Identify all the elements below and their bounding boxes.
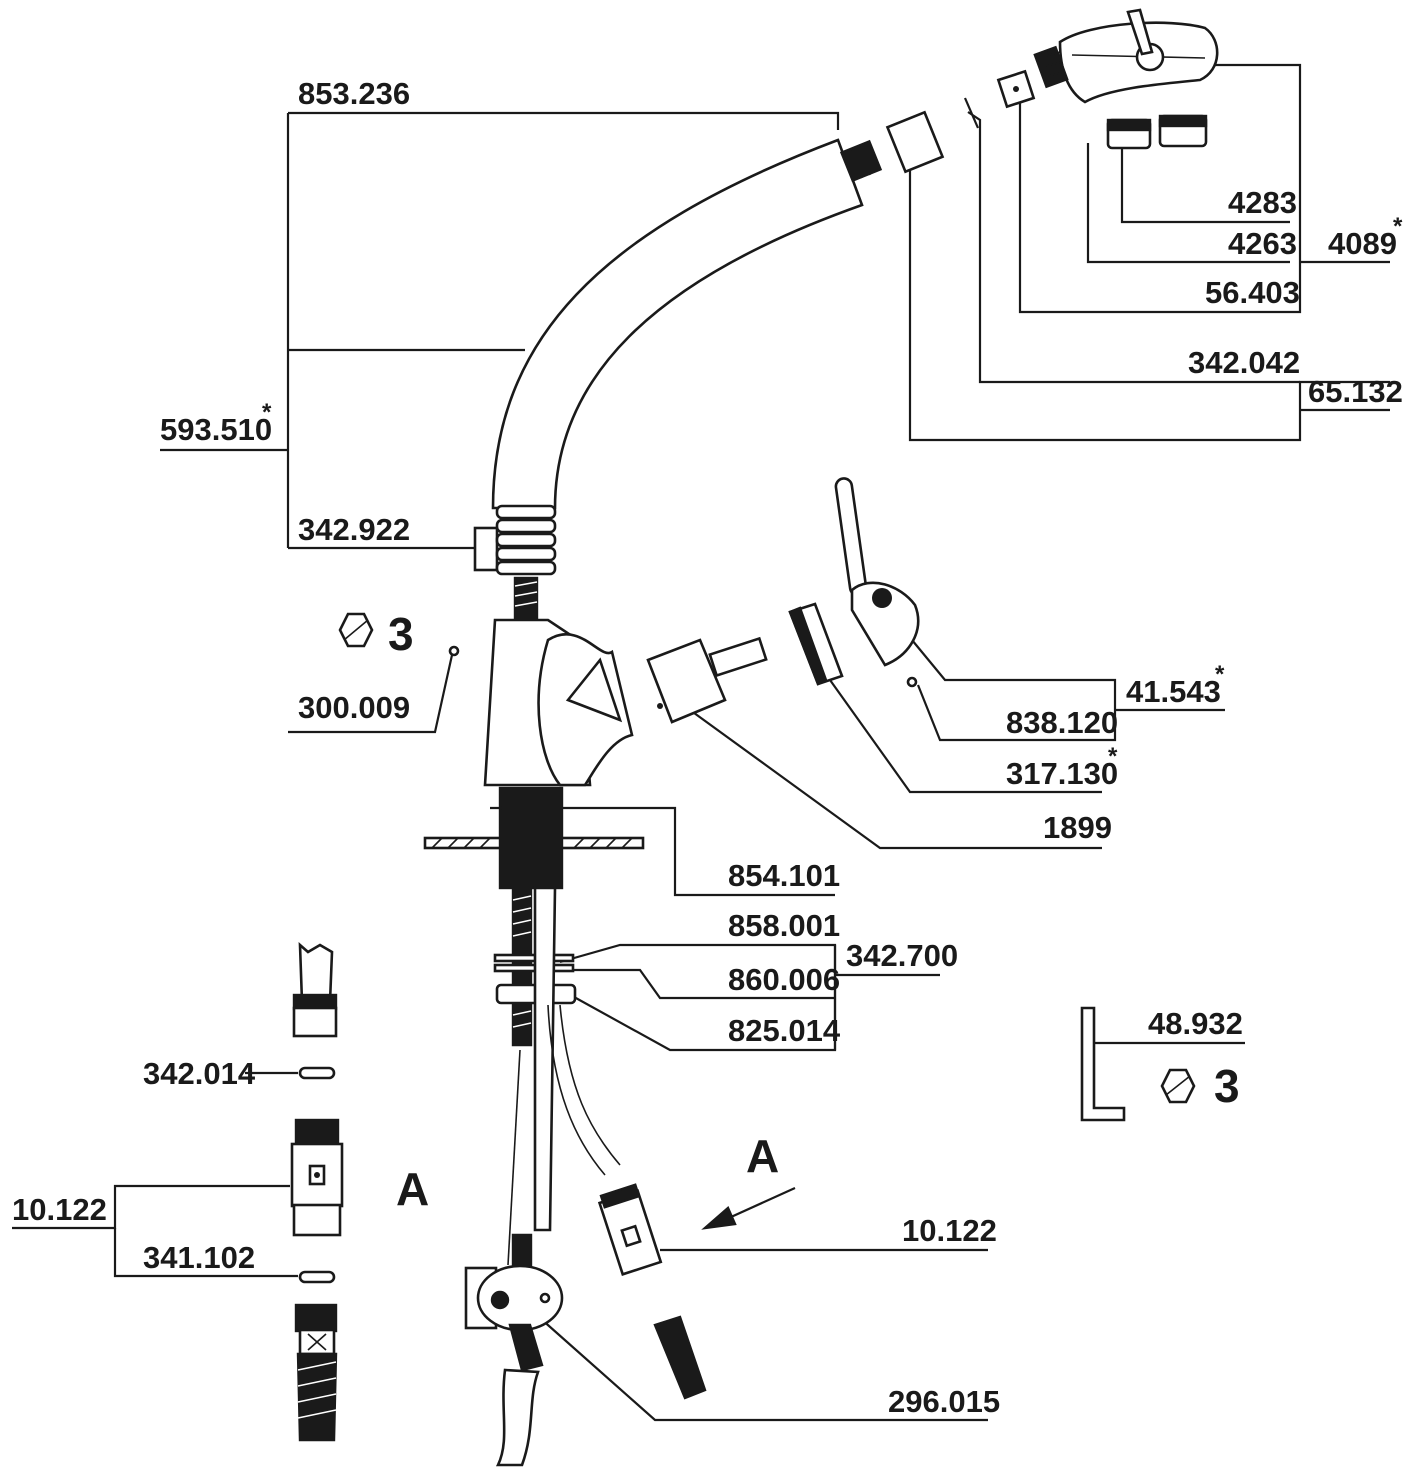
label-41-543: 41.543 xyxy=(1126,674,1221,709)
cap-317-130 xyxy=(788,602,844,686)
hose-connector xyxy=(885,110,945,174)
label-341-102: 341.102 xyxy=(143,1240,255,1275)
label-300-009: 300.009 xyxy=(298,690,410,725)
cartridge-1899 xyxy=(646,636,768,724)
spray-head xyxy=(1033,8,1219,104)
label-65-132: 65.132 xyxy=(1308,374,1403,409)
label-4263: 4263 xyxy=(1228,226,1297,261)
label-860-006: 860.006 xyxy=(728,962,840,997)
spout-assembly xyxy=(473,8,1219,620)
label-342-700: 342.700 xyxy=(846,938,958,973)
detail-a-left: A xyxy=(396,1163,429,1215)
label-1899: 1899 xyxy=(1043,810,1112,845)
hose-coupling-10-122 xyxy=(597,1183,707,1400)
star-593-510: * xyxy=(262,399,272,426)
label-56-403: 56.403 xyxy=(1205,275,1300,310)
label-853-236: 853.236 xyxy=(298,76,410,111)
lever-handle-41-543 xyxy=(834,477,920,688)
allen-key-icon xyxy=(1080,1006,1126,1122)
threaded-shank xyxy=(498,786,564,890)
star-317-130: * xyxy=(1108,743,1118,770)
label-317-130: 317.130 xyxy=(1006,756,1118,791)
label-10-122-right: 10.122 xyxy=(902,1213,997,1248)
label-48-932: 48.932 xyxy=(1148,1006,1243,1041)
label-858-001: 858.001 xyxy=(728,908,840,943)
hex-size-top: 3 xyxy=(388,608,414,660)
detail-a-exploded xyxy=(290,942,344,1442)
hexagon-socket-icon xyxy=(338,612,1196,1104)
mounting-assembly xyxy=(423,786,707,1467)
part-labels: 853.236 4283 4263 4089 * 56.403 342.042 … xyxy=(12,76,1403,1419)
star-4089: * xyxy=(1393,213,1403,240)
label-296-015: 296.015 xyxy=(888,1384,1000,1419)
hex-size-right: 3 xyxy=(1214,1060,1240,1112)
seal-ring xyxy=(963,97,980,129)
label-342-042: 342.042 xyxy=(1188,345,1300,380)
spray-buttons xyxy=(1106,114,1208,150)
label-10-122-left: 10.122 xyxy=(12,1192,107,1227)
label-4089: 4089 xyxy=(1328,226,1397,261)
star-41-543: * xyxy=(1215,661,1225,688)
label-342-922: 342.922 xyxy=(298,512,410,547)
detail-a-arrow: A xyxy=(746,1130,779,1182)
leader-lines xyxy=(12,63,1390,1422)
label-838-120: 838.120 xyxy=(1006,705,1118,740)
label-342-014: 342.014 xyxy=(143,1056,256,1091)
curved-spout xyxy=(491,138,864,510)
label-854-101: 854.101 xyxy=(728,858,840,893)
hose-weight-296-015 xyxy=(464,1264,564,1332)
label-593-510: 593.510 xyxy=(160,412,272,447)
label-4283: 4283 xyxy=(1228,185,1297,220)
label-825-014: 825.014 xyxy=(728,1013,841,1048)
faucet-body xyxy=(448,618,634,787)
spout-base-rings xyxy=(473,504,557,576)
